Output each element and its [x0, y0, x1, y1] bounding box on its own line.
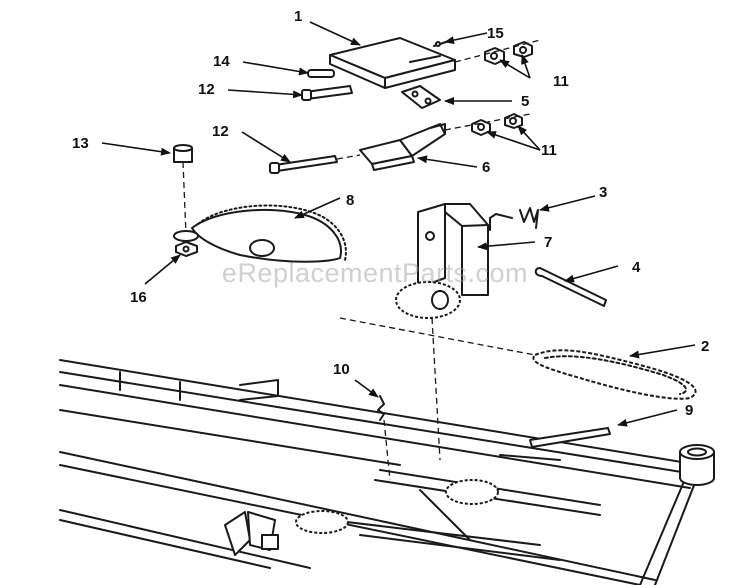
callout-3: 3 — [599, 184, 607, 201]
callout-5: 5 — [521, 93, 529, 110]
part-10-screw — [377, 395, 391, 481]
callout-2: 2 — [701, 338, 709, 355]
callout-9: 9 — [685, 402, 693, 419]
drive-sprocket — [395, 281, 461, 461]
part-15-clip — [433, 41, 447, 47]
part-8-sprocket — [191, 204, 347, 263]
part-11-nuts-top — [454, 39, 541, 65]
part-2-chain — [339, 317, 697, 400]
callout-15: 15 — [487, 25, 504, 42]
callout-8: 8 — [346, 192, 354, 209]
part-14-pin — [307, 69, 335, 78]
callout-6: 6 — [482, 159, 490, 176]
callout-7: 7 — [544, 234, 552, 251]
callout-labels: 1 15 14 11 12 5 13 12 11 6 3 8 7 4 16 2 … — [72, 8, 709, 419]
frame-bracket — [224, 511, 279, 556]
part-12-bolt-top — [301, 85, 353, 101]
part-11-nuts-middle — [444, 113, 531, 136]
callout-13: 13 — [72, 135, 89, 152]
part-12-bolt-middle — [269, 154, 361, 174]
part-4-rod — [534, 267, 607, 307]
callout-12-top: 12 — [198, 81, 215, 98]
frame-corner-post — [679, 444, 715, 486]
callout-4: 4 — [632, 259, 641, 276]
part-6-bracket — [359, 123, 446, 171]
part-7-upright — [417, 203, 489, 296]
callout-11-top: 11 — [553, 73, 569, 90]
base-frame — [59, 359, 701, 585]
callout-1: 1 — [294, 8, 302, 25]
part-1-plate — [329, 37, 456, 89]
callout-10: 10 — [333, 361, 350, 378]
part-16-washer — [173, 230, 199, 257]
part-3-spring — [489, 207, 539, 231]
callout-16: 16 — [130, 289, 147, 306]
part-13-bolt — [173, 144, 193, 236]
callout-leaders — [101, 21, 696, 427]
callout-11-middle: 11 — [541, 142, 557, 159]
lower-sprocket-left — [295, 510, 349, 534]
lower-sprocket-right — [445, 479, 499, 505]
callout-14: 14 — [213, 53, 230, 70]
part-9-pin — [529, 427, 611, 448]
callout-12-middle: 12 — [212, 123, 229, 140]
part-5-bracket — [401, 85, 441, 109]
